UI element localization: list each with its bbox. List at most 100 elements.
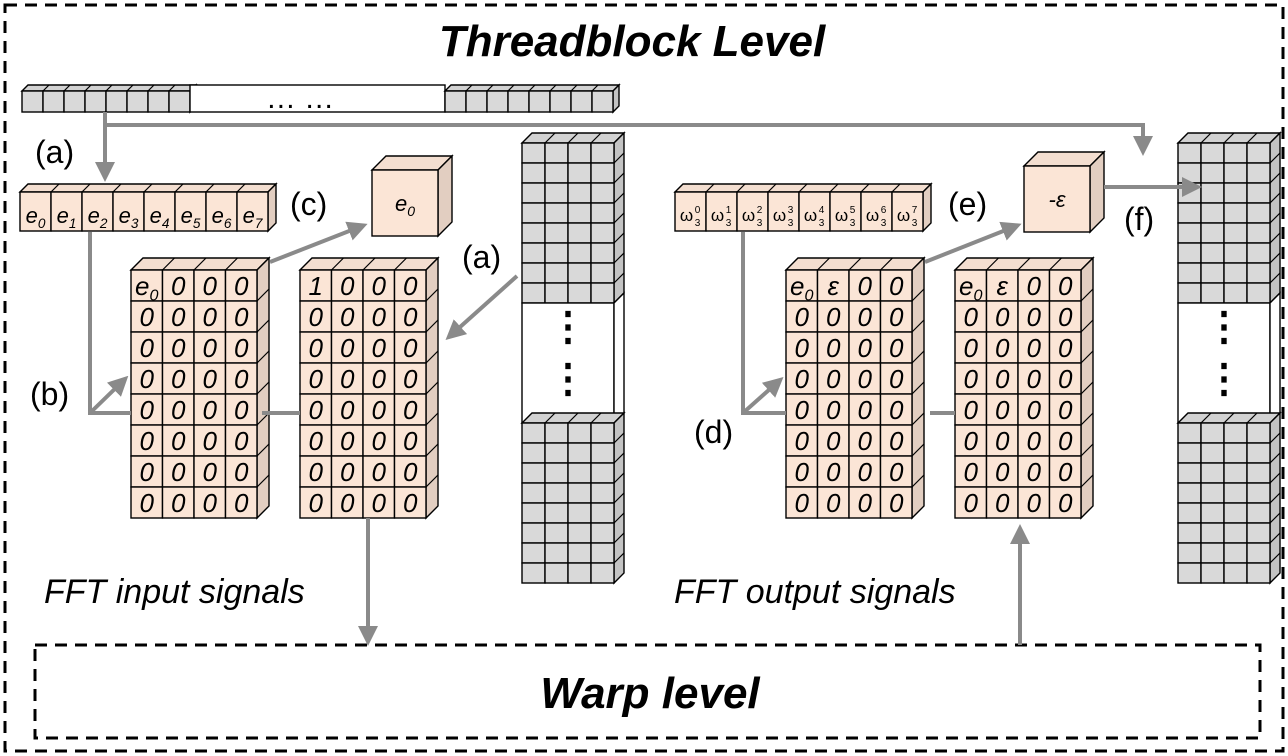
matrix-d-value: 0 xyxy=(1027,271,1042,301)
twiddle-stack-left-top-cell xyxy=(590,262,615,284)
output-stack-right-top-cell xyxy=(1223,162,1248,184)
matrix-c-value: 0 xyxy=(826,302,841,332)
twiddle-stack-left-gap xyxy=(521,302,615,424)
twiddle-stack-left-bottom-cell xyxy=(567,522,592,544)
matrix-c-cell xyxy=(879,424,913,457)
matrix-b-cell xyxy=(299,424,333,457)
omega-base: 3 xyxy=(881,218,887,229)
matrix-d-value: 0 xyxy=(1027,395,1042,425)
twiddle-stack-left-top-cell xyxy=(521,262,546,284)
cube-neg-eps-label: -ε xyxy=(1049,187,1066,212)
twiddle-stack-left-bottom xyxy=(520,411,626,585)
matrix-c-cell xyxy=(879,486,913,519)
output-stack-right-top-cell xyxy=(1223,142,1248,164)
matrix-d-cell xyxy=(985,269,1019,302)
omega-power: 7 xyxy=(912,205,918,216)
matrix-a-value: 0 xyxy=(234,457,249,487)
matrix-b-value: 0 xyxy=(309,333,324,363)
matrix-d-value: 0 xyxy=(995,457,1010,487)
twiddle-stack-left-top-cell xyxy=(521,282,546,304)
twiddle-stack-left-top-cell xyxy=(590,162,615,184)
matrix-b-value: 0 xyxy=(340,271,355,301)
output-stack-right-top-cell xyxy=(1246,262,1271,284)
omega-value: ω xyxy=(866,206,879,225)
twiddle-stack-left-bottom-cell xyxy=(590,442,615,464)
arrow-b xyxy=(88,375,129,415)
twiddle-stack-left-top-cell xyxy=(544,222,569,244)
twiddle-stack-left-top xyxy=(520,131,626,305)
input-strip-left-cell xyxy=(42,90,65,113)
matrix-c-value: 0 xyxy=(826,488,841,518)
omega-power: 3 xyxy=(788,205,794,216)
omega-base: 3 xyxy=(912,218,918,229)
matrix-a-value: 0 xyxy=(203,364,218,394)
arrow-a-mid xyxy=(445,274,519,341)
twiddle-stack-left-bottom-cell xyxy=(521,482,546,504)
output-stack-right-bottom-cell xyxy=(1246,542,1271,564)
twiddle-stack-left-bottom-cell xyxy=(521,522,546,544)
step-b: (b) xyxy=(30,376,69,412)
twiddle-stack-left-top-cell xyxy=(590,222,615,244)
matrix-d-value: 0 xyxy=(1058,426,1073,456)
twiddle-stack-left-bottom-cell xyxy=(590,562,615,584)
matrix-a-cell xyxy=(224,393,258,426)
output-stack-right-bottom-cell xyxy=(1246,522,1271,544)
matrix-b-value: 0 xyxy=(340,395,355,425)
warp-frame xyxy=(33,643,1262,740)
twiddle-stack-left-bottom-cell xyxy=(567,502,592,524)
matrix-b-cell xyxy=(393,300,427,333)
output-stack-right-top-cell xyxy=(1246,162,1271,184)
matrix-c-cell xyxy=(848,362,882,395)
matrix-d-value: 0 xyxy=(1058,364,1073,394)
input-strip-right-cell xyxy=(486,90,509,113)
matrix-c-value: 0 xyxy=(795,302,810,332)
twiddle-stack-left-bottom-cell xyxy=(521,502,546,524)
matrix-a-value: 0 xyxy=(203,426,218,456)
matrix-d-value: 0 xyxy=(1027,302,1042,332)
matrix-d-cell xyxy=(1048,362,1082,395)
matrix-c-value: 0 xyxy=(795,333,810,363)
e-vector-side xyxy=(267,182,277,233)
twiddle-stack-left-top-cell xyxy=(544,282,569,304)
output-stack-right-bottom-cell xyxy=(1246,462,1271,484)
output-stack-right-top-cell xyxy=(1177,162,1202,184)
input-strip-ellipsis: … … xyxy=(266,82,334,115)
matrix-d xyxy=(953,256,1095,520)
matrix-a-value: 0 xyxy=(171,364,186,394)
twiddle-stack-left-bottom-cell xyxy=(567,462,592,484)
matrix-a-value: 0 xyxy=(171,302,186,332)
omega-value: ω xyxy=(773,206,786,225)
matrix-b-cell xyxy=(362,300,396,333)
matrix-d-cell xyxy=(1017,393,1051,426)
twiddle-stack-left-top-cell xyxy=(567,242,592,264)
twiddle-stack-left-bottom-cell xyxy=(544,502,569,524)
matrix-d-value: 0 xyxy=(1027,426,1042,456)
twiddle-stack-left-bottom-cell xyxy=(567,422,592,444)
matrix-b-value: 0 xyxy=(340,488,355,518)
matrix-a-cell xyxy=(161,486,195,519)
matrix-c-value: 0 xyxy=(889,302,904,332)
matrix-c-cell xyxy=(816,331,850,364)
matrix-b-value: 0 xyxy=(309,395,324,425)
matrix-b-value: 1 xyxy=(309,271,323,301)
output-stack-right-top-cell xyxy=(1177,242,1202,264)
matrix-c-value: 0 xyxy=(889,488,904,518)
twiddle-stack-left-top-cell xyxy=(544,142,569,164)
output-stack-right-top-cell xyxy=(1177,282,1202,304)
matrix-b-value: 0 xyxy=(372,395,387,425)
matrix-c-value: 0 xyxy=(858,395,873,425)
output-stack-right-top-cell xyxy=(1223,202,1248,224)
twiddle-stack-left-bottom-cell xyxy=(521,562,546,584)
input-strip-left-cell xyxy=(126,90,149,113)
twiddle-stack-left-top-cell xyxy=(567,202,592,224)
matrix-c-cell xyxy=(785,486,819,519)
matrix-d-value: 0 xyxy=(1058,271,1073,301)
output-stack-right-bottom-cell xyxy=(1223,542,1248,564)
matrix-c-cell xyxy=(879,393,913,426)
input-strip-right-cell xyxy=(591,90,614,113)
matrix-c-cell xyxy=(879,362,913,395)
matrix-c-cell xyxy=(848,269,882,302)
output-stack-right-bottom-cell xyxy=(1223,522,1248,544)
matrix-d-cell xyxy=(985,393,1019,426)
